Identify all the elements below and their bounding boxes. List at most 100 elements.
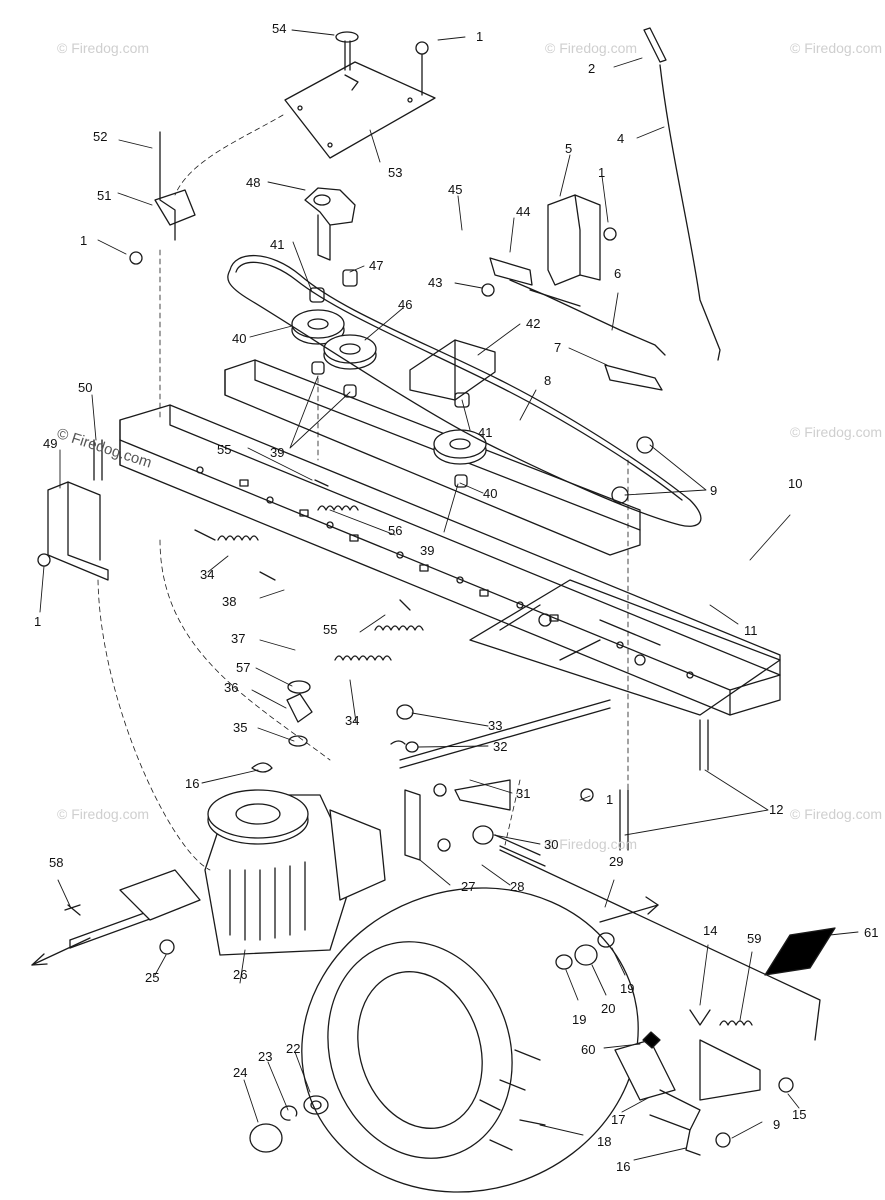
watermark: © Firedog.com — [57, 806, 150, 822]
callout-60: 60 — [581, 1042, 596, 1057]
rear-tire — [301, 887, 639, 1193]
callout-41: 41 — [270, 237, 285, 252]
callout-48: 48 — [246, 175, 261, 190]
callout-14: 14 — [703, 923, 718, 938]
idler-pulley-2 — [323, 334, 377, 370]
callout-27: 27 — [461, 879, 476, 894]
arrow-left — [31, 937, 91, 966]
decal-60 — [642, 1031, 661, 1049]
callout-61: 61 — [864, 925, 879, 940]
callout-18: 18 — [597, 1134, 612, 1149]
callout-55: 55 — [323, 622, 338, 637]
callout-2: 2 — [588, 61, 596, 76]
watermark: © Firedog.com — [545, 40, 638, 56]
phantom-lines — [97, 114, 629, 871]
callout-9: 9 — [710, 483, 718, 498]
callout-7: 7 — [554, 340, 562, 355]
bracket — [304, 187, 356, 261]
leader-lines — [39, 29, 859, 1161]
callout-29: 29 — [609, 854, 624, 869]
hub-cap — [249, 1123, 283, 1153]
callout-24: 24 — [233, 1065, 248, 1080]
callout-55: 55 — [217, 442, 232, 457]
callout-40: 40 — [232, 331, 247, 346]
callout-5: 5 — [565, 141, 573, 156]
main-frame-rail — [119, 404, 781, 716]
callout-35: 35 — [233, 720, 248, 735]
callout-28: 28 — [510, 879, 525, 894]
callout-54: 54 — [272, 21, 287, 36]
callout-50: 50 — [78, 380, 93, 395]
drive-belt — [227, 254, 702, 527]
callout-9: 9 — [773, 1117, 781, 1132]
callout-37: 37 — [231, 631, 246, 646]
callout-4: 4 — [617, 131, 625, 146]
callout-31: 31 — [516, 786, 531, 801]
e-ring — [280, 1105, 298, 1121]
callout-32: 32 — [493, 739, 508, 754]
hardware — [37, 41, 794, 1156]
callout-11: 11 — [744, 623, 758, 638]
callout-1: 1 — [80, 233, 88, 248]
watermark: © Firedog.com — [790, 40, 883, 56]
callout-1: 1 — [606, 792, 614, 807]
control-rod-52 — [154, 131, 196, 241]
callout-42: 42 — [526, 316, 541, 331]
callout-17: 17 — [611, 1112, 626, 1127]
watermark: © Firedog.com — [545, 836, 638, 852]
callout-58: 58 — [49, 855, 64, 870]
callout-8: 8 — [544, 373, 552, 388]
spring-59 — [719, 1020, 753, 1026]
watermark: © Firedog.com — [790, 806, 883, 822]
callout-43: 43 — [428, 275, 443, 290]
callout-26: 26 — [233, 967, 248, 982]
callout-39: 39 — [420, 543, 435, 558]
mounting-plate — [284, 61, 436, 159]
spring-56 — [317, 505, 359, 511]
callout-39: 39 — [270, 445, 285, 460]
shift-rod — [643, 27, 721, 361]
callout-40: 40 — [483, 486, 498, 501]
spring-34-center — [334, 655, 392, 661]
brake-rod — [499, 845, 821, 1041]
transaxle — [119, 789, 386, 956]
callout-52: 52 — [93, 129, 108, 144]
washer-22 — [303, 1095, 329, 1115]
bolt-50 — [93, 439, 103, 481]
spring-34-left — [194, 529, 276, 581]
callout-46: 46 — [398, 297, 413, 312]
decal-61 — [764, 927, 836, 976]
idler-pulley — [291, 309, 345, 345]
callout-56: 56 — [388, 523, 403, 538]
spring-55 — [374, 625, 424, 631]
brake-pedal — [614, 1009, 761, 1131]
callout-41: 41 — [478, 425, 493, 440]
callout-1: 1 — [598, 165, 606, 180]
callout-49: 49 — [43, 436, 58, 451]
watermark: © Firedog.com — [790, 424, 883, 440]
bracket-49 — [47, 481, 109, 581]
callout-15: 15 — [792, 1107, 807, 1122]
callout-20: 20 — [601, 1001, 616, 1016]
callout-19: 19 — [620, 981, 635, 996]
callout-38: 38 — [222, 594, 237, 609]
callout-19: 19 — [572, 1012, 587, 1027]
callout-12: 12 — [769, 802, 784, 817]
callout-34: 34 — [200, 567, 215, 582]
callout-45: 45 — [448, 182, 463, 197]
arrow-right — [599, 896, 659, 923]
callout-16: 16 — [185, 776, 200, 791]
control-rod — [489, 257, 666, 356]
callout-30: 30 — [544, 837, 559, 852]
bracket-42 — [409, 339, 496, 401]
callout-6: 6 — [614, 266, 622, 281]
callout-47: 47 — [369, 258, 384, 273]
callout-34: 34 — [345, 713, 360, 728]
callout-16: 16 — [616, 1159, 631, 1174]
callout-1: 1 — [34, 614, 42, 629]
carriage-bolt — [335, 31, 359, 71]
callout-10: 10 — [788, 476, 803, 491]
watermark: © Firedog.com — [57, 40, 150, 56]
